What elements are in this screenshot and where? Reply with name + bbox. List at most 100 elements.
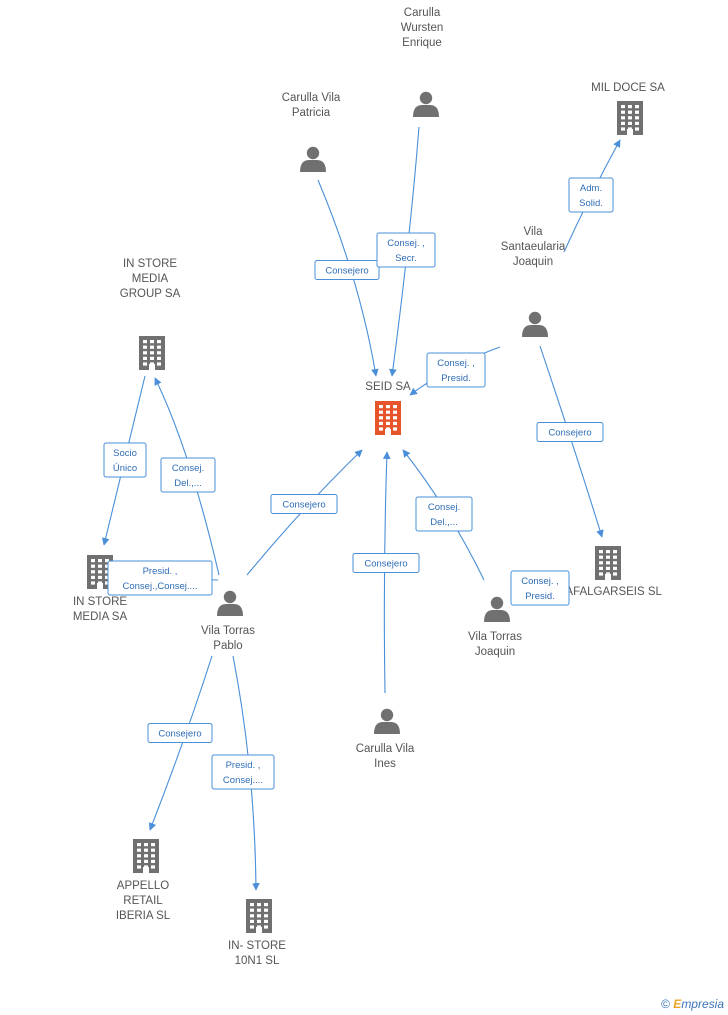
edge-label-text: Adm.: [580, 183, 602, 194]
node-label: Pablo: [213, 640, 242, 652]
edge-label-vila-joaquin-to-trafalgarseis[interactable]: Consej. , Presid.: [510, 570, 570, 606]
person-icon: [484, 596, 510, 622]
node-mil-doce[interactable]: MIL DOCE SA: [591, 82, 665, 135]
node-label: Ines: [374, 758, 396, 770]
node-label: IN- STORE: [228, 940, 286, 952]
edge-label-text: Secr.: [395, 253, 417, 264]
edge-label-box: [352, 553, 420, 573]
edge-label-text: Presid.: [441, 373, 471, 384]
edge-label-box: [103, 442, 147, 478]
edge-label-text: Consejero: [282, 500, 325, 511]
edge-label-vila-pablo-to-seid[interactable]: Consejero: [270, 494, 338, 514]
edge-label-box: [426, 352, 486, 388]
edge-label-box: [314, 260, 380, 280]
edge-label-box: [211, 754, 275, 790]
node-label: IBERIA SL: [116, 910, 171, 922]
edge-label-text: Consej.,Consej....: [123, 581, 198, 592]
edge-label-santaeularia-to-seid[interactable]: Consej. , Presid.: [426, 352, 486, 388]
node-label: Wursten: [401, 22, 444, 34]
node-label: IN STORE: [123, 258, 177, 270]
person-icon: [374, 708, 400, 734]
node-label: TRAFALGARSEIS SL: [550, 586, 662, 598]
node-label: Vila Torras: [468, 631, 522, 643]
edge-label-text: Consej. ,: [521, 576, 559, 587]
node-label: SEID SA: [365, 381, 411, 393]
edge-label-santaeularia-to-mil-doce[interactable]: Adm. Solid.: [568, 177, 614, 213]
node-label: MIL DOCE SA: [591, 82, 665, 94]
edge-label-vila-pablo-to-instore-group[interactable]: Consej.Del.,...: [160, 457, 216, 493]
node-label: Joaquin: [475, 646, 515, 658]
node-label: MEDIA: [132, 273, 169, 285]
edge-label-box: [376, 232, 436, 268]
building-icon: [595, 546, 621, 580]
node-label: RETAIL: [123, 895, 163, 907]
brand-initial[interactable]: E: [673, 997, 682, 1011]
node-trafalgarseis[interactable]: TRAFALGARSEIS SL: [550, 546, 663, 598]
edge-label-text: Del.,...: [174, 478, 201, 489]
edge-label-carulla-patricia-to-seid[interactable]: Consejero: [314, 260, 380, 280]
node-label: IN STORE: [73, 596, 127, 608]
edge-label-santaeularia-to-trafalgarseis[interactable]: Consejero: [536, 422, 604, 442]
person-icon: [300, 146, 326, 172]
node-label: MEDIA SA: [73, 611, 128, 623]
copyright: © Empresia: [661, 997, 724, 1011]
person-icon: [217, 590, 243, 616]
building-icon: [133, 839, 159, 873]
edge-label-text: Presid.: [525, 591, 555, 602]
edge-label-text: Solid.: [579, 198, 603, 209]
edge-label-vila-pablo-to-instore-10n1[interactable]: Presid. ,Consej....: [211, 754, 275, 790]
edge-label-carulla-wursten-to-seid[interactable]: Consej. , Secr.: [376, 232, 436, 268]
edge-label-text: Consejero: [158, 729, 201, 740]
building-icon: [375, 401, 401, 435]
edge-label-box: [107, 560, 213, 596]
node-label: 10N1 SL: [235, 955, 280, 967]
edge-label-vila-pablo-to-appello[interactable]: Consejero: [147, 723, 213, 743]
edge-santaeularia-to-trafalgarseis: [539, 345, 604, 538]
edge-label-box: [270, 494, 338, 514]
building-icon: [246, 899, 272, 933]
node-label: Enrique: [402, 37, 442, 49]
node-instore-10n1[interactable]: IN- STORE 10N1 SL: [228, 899, 286, 967]
edge-label-text: Consejero: [548, 428, 591, 439]
building-icon: [139, 336, 165, 370]
edge-label-text: Consejero: [325, 266, 368, 277]
edge-label-box: [510, 570, 570, 606]
node-label: Santaeularia: [501, 241, 566, 253]
node-instore-media[interactable]: IN STORE MEDIA SA: [73, 555, 128, 623]
person-icon: [522, 311, 548, 337]
edge-label-text: Consejero: [364, 559, 407, 570]
node-label: Patricia: [292, 107, 331, 119]
edge-label-carulla-ines-to-seid[interactable]: Consejero: [352, 553, 420, 573]
edge-label-text: Presid. ,: [143, 566, 178, 577]
node-instore-group[interactable]: IN STORE MEDIA GROUP SA: [120, 258, 181, 370]
edge-label-text: Único: [113, 463, 137, 474]
edge-label-box: [147, 723, 213, 743]
edge-label-vila-joaquin-to-seid[interactable]: Consej.Del.,...: [415, 496, 473, 532]
building-icon: [617, 101, 643, 135]
node-label: GROUP SA: [120, 288, 181, 300]
node-label: Vila: [524, 226, 544, 238]
node-label: Carulla Vila: [356, 743, 415, 755]
edge-label-text: Consej. ,: [437, 358, 475, 369]
edge-label-vila-pablo-to-instore-media[interactable]: Presid. , Consej.,Consej....: [107, 560, 213, 596]
node-seid[interactable]: SEID SA: [365, 381, 411, 435]
node-label: Carulla: [404, 7, 441, 19]
brand-name[interactable]: mpresia: [681, 997, 724, 1011]
edge-label-box: [415, 496, 473, 532]
edge-label-box: [568, 177, 614, 213]
node-label: Joaquin: [513, 256, 553, 268]
edge-label-text: Del.,...: [430, 517, 457, 528]
edge-label-box: [160, 457, 216, 493]
edge-label-text: Consej. ,: [387, 238, 425, 249]
